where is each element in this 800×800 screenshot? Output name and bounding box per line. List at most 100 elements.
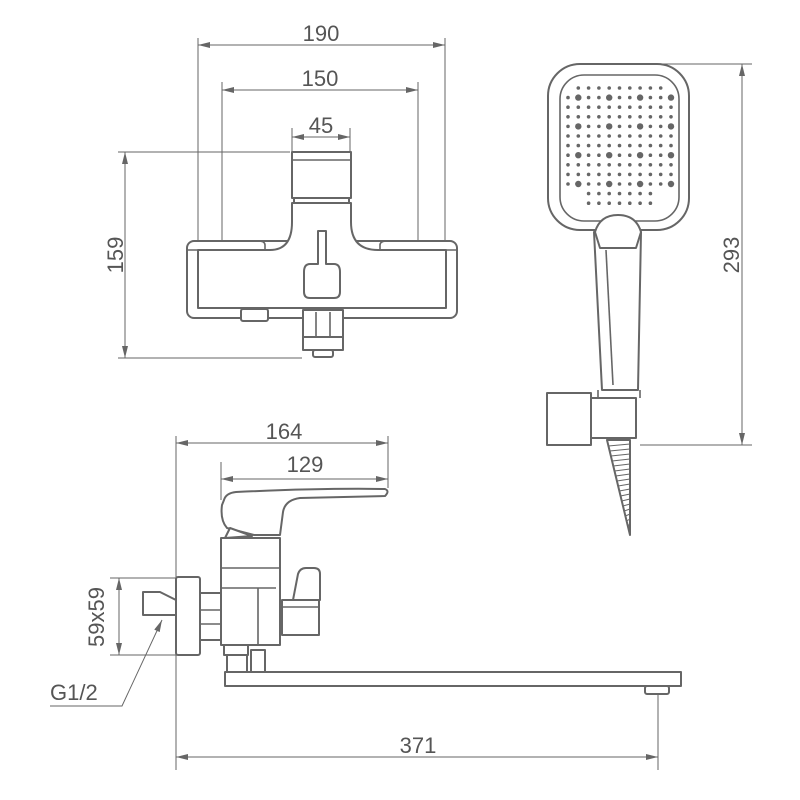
nozzle-dot xyxy=(566,134,570,138)
nozzle-dot xyxy=(638,143,642,148)
hose-ridge xyxy=(614,468,631,472)
nozzle-dot xyxy=(586,182,591,186)
nozzle-dot xyxy=(636,152,644,159)
nozzle-dot xyxy=(628,163,632,167)
nozzle-dot xyxy=(628,124,632,129)
nozzle-dot xyxy=(586,143,591,148)
spout xyxy=(224,671,682,687)
nozzle-dot xyxy=(597,182,601,186)
hose-ridge xyxy=(613,463,631,467)
nozzle-dot xyxy=(566,143,570,148)
hose-ridge xyxy=(618,483,631,487)
nozzle-dot xyxy=(566,153,570,157)
nozzle-dot xyxy=(667,94,675,101)
nozzle-dot xyxy=(576,172,581,177)
nozzle-dot xyxy=(597,124,601,129)
mixer-lever xyxy=(220,487,389,536)
nozzle-dot xyxy=(576,163,581,167)
nozzle-dot xyxy=(607,163,611,167)
nozzle-dot xyxy=(606,180,613,188)
nozzle-dot xyxy=(575,152,582,159)
nozzle-dot xyxy=(617,172,622,177)
nozzle-dot xyxy=(586,201,591,205)
dim-label-164: 164 xyxy=(266,419,303,444)
nozzle-dot xyxy=(636,180,644,188)
diverter-handle xyxy=(303,230,341,299)
nozzle-dot xyxy=(638,105,642,109)
nozzle-dot xyxy=(597,163,601,167)
hose-ridge xyxy=(608,443,631,447)
nozzle-dot xyxy=(648,153,653,157)
nozzle-dot xyxy=(586,115,591,119)
hose-ridge xyxy=(616,478,631,482)
nozzle-dot xyxy=(566,182,570,186)
nozzle-dot xyxy=(628,153,632,157)
nozzle-dot xyxy=(658,143,663,148)
dim-label-45: 45 xyxy=(309,113,333,138)
nozzle-dot xyxy=(628,143,632,148)
nozzle-dot xyxy=(658,163,663,167)
nozzle-dot xyxy=(607,105,611,109)
nozzle-dot xyxy=(628,134,632,138)
nozzle-dot xyxy=(575,94,582,101)
nozzle-dot xyxy=(575,123,582,130)
nozzle-dot xyxy=(669,105,673,109)
nozzle-dot xyxy=(607,201,611,205)
nozzle-dot xyxy=(628,201,632,205)
nozzle-dot xyxy=(667,123,675,130)
nozzle-dot xyxy=(648,115,653,119)
thermostat-cylinder xyxy=(291,151,352,199)
nozzle-dot xyxy=(658,182,663,186)
nozzle-dot xyxy=(669,172,673,177)
dim-label-150: 150 xyxy=(302,66,339,91)
nozzle-dot xyxy=(628,86,632,90)
nozzle-dot xyxy=(607,143,611,148)
thread-label: G1/2 xyxy=(50,680,98,705)
nozzle-dot xyxy=(617,191,622,196)
nozzle-dot xyxy=(576,143,581,148)
spray-nozzles xyxy=(566,86,675,205)
nozzle-dot xyxy=(586,124,591,129)
nozzle-dot xyxy=(638,134,642,138)
nozzle-dot xyxy=(648,201,653,205)
hose-ridge xyxy=(612,458,631,462)
hose-ridge xyxy=(621,498,631,502)
nozzle-dot xyxy=(606,123,613,130)
nozzle-dot xyxy=(638,163,642,167)
nozzle-dot xyxy=(648,95,653,100)
dim-label-159: 159 xyxy=(103,237,128,274)
side-view: 164 129 371 59x59 G1/2 xyxy=(50,419,682,770)
nozzle-dot xyxy=(658,105,663,109)
nozzle-dot xyxy=(669,163,673,167)
nozzle-dot xyxy=(617,182,622,186)
hose-ridge xyxy=(615,473,631,477)
hose-ridge xyxy=(622,503,631,507)
nozzle-dot xyxy=(648,143,653,148)
nozzle-dot xyxy=(597,153,601,157)
dim-label-59x59: 59x59 xyxy=(84,587,109,647)
hand-shower: 293 xyxy=(546,63,752,536)
nozzle-dot xyxy=(648,182,653,186)
nozzle-dot xyxy=(607,191,611,196)
nozzle-dot xyxy=(597,134,601,138)
nozzle-dot xyxy=(617,163,622,167)
nozzle-dot xyxy=(636,123,644,130)
nozzle-dot xyxy=(597,115,601,119)
nozzle-dot xyxy=(566,172,570,177)
nozzle-dot xyxy=(628,95,632,100)
hose-ridge xyxy=(619,488,631,492)
nozzle-dot xyxy=(628,191,632,196)
nozzle-dot xyxy=(669,134,673,138)
nozzle-dot xyxy=(606,152,613,159)
nozzle-dot xyxy=(648,86,653,90)
nozzle-dot xyxy=(638,86,642,90)
nozzle-dot xyxy=(669,143,673,148)
hose-ridge xyxy=(609,448,631,452)
aerator xyxy=(644,685,670,695)
nozzle-dot xyxy=(617,124,622,129)
nozzle-dot xyxy=(628,115,632,119)
nozzle-dot xyxy=(669,115,673,119)
nozzle-dot xyxy=(617,115,622,119)
nozzle-dot xyxy=(636,94,644,101)
